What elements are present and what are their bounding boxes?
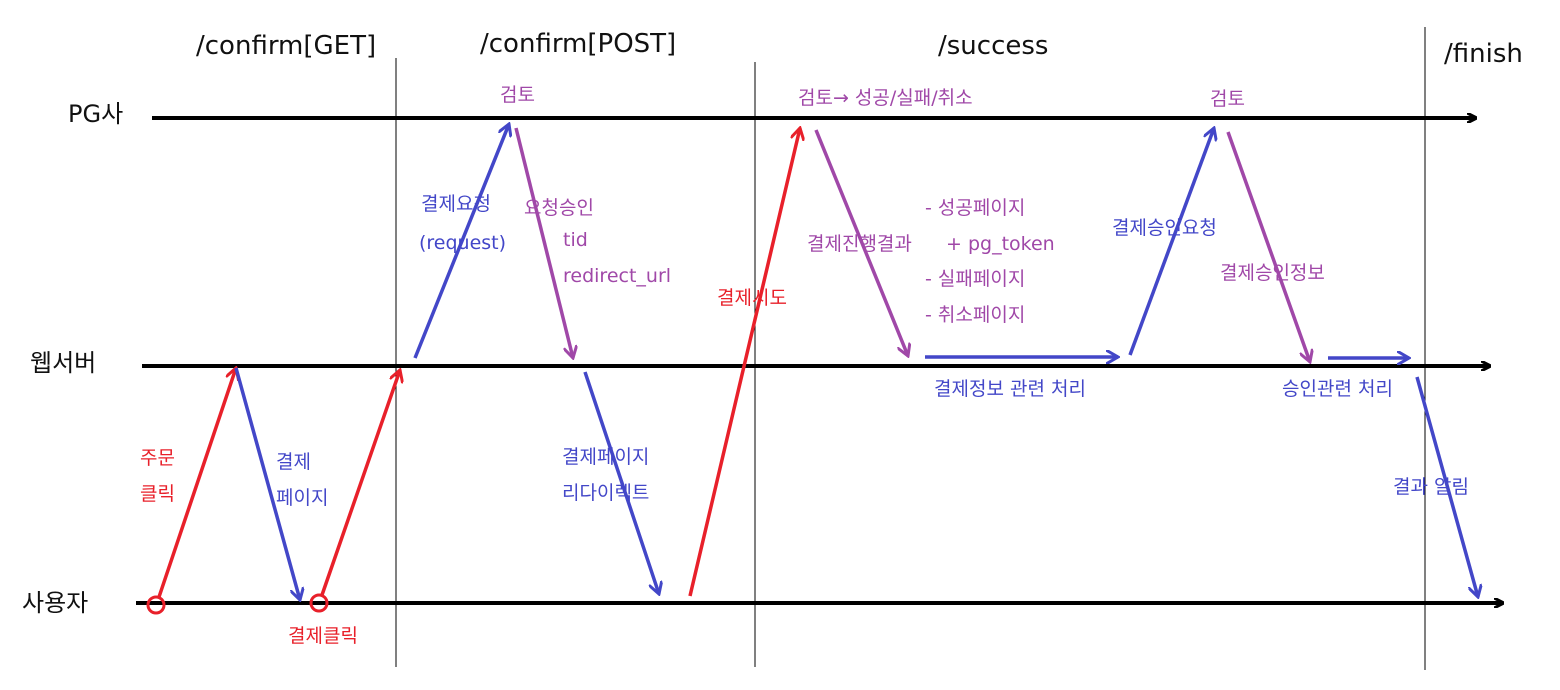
phase-finish: /finish [1444, 39, 1523, 69]
label-pay-page-redirect-2: 리다이렉트 [562, 482, 650, 504]
pay-attempt-arrow [688, 128, 800, 597]
label-tid: tid [563, 229, 588, 251]
label-approval-processing: 승인관련 처리 [1282, 378, 1393, 400]
label-pg-token: + pg_token [946, 233, 1055, 255]
label-pay-request-1: 결제요청 [421, 193, 491, 215]
phase-success: /success [938, 31, 1049, 61]
order-click-arrow [157, 368, 236, 598]
label-fail-page: - 실패페이지 [925, 268, 1026, 290]
label-cancel-page: - 취소페이지 [925, 304, 1026, 326]
result-notice-arrow [1415, 376, 1478, 597]
label-pay-page-1: 결제 [276, 451, 311, 473]
label-review-2: 검토→ 성공/실패/취소 [798, 87, 973, 109]
pay-request-arrow [413, 124, 509, 359]
label-pay-attempt: 결제시도 [717, 287, 787, 309]
actor-user: 사용자 [22, 589, 89, 617]
label-pay-page-redirect-1: 결제페이지 [562, 446, 650, 468]
label-review-1: 검토 [500, 84, 535, 106]
label-order-click-1: 주문 [140, 447, 175, 469]
label-pay-progress-result: 결제진행결과 [807, 233, 912, 255]
label-pay-info-processing: 결제정보 관련 처리 [934, 378, 1086, 400]
label-review-3: 검토 [1210, 88, 1245, 110]
label-request-approval: 요청승인 [524, 197, 594, 219]
redirect-arrow [583, 371, 659, 594]
pay-page-arrow [234, 367, 300, 600]
actor-pg: PG사 [68, 100, 124, 128]
label-order-click-2: 클릭 [140, 483, 175, 505]
pay-approval-info-arrow [1226, 131, 1310, 362]
request-approval-arrow [514, 127, 573, 358]
label-pay-page-2: 페이지 [276, 487, 329, 509]
label-success-page: - 성공페이지 [925, 197, 1026, 219]
actor-webserver: 웹서버 [30, 349, 97, 377]
pay-click-arrow [320, 370, 400, 596]
label-pay-approval-info: 결제승인정보 [1220, 262, 1325, 284]
label-pay-request-2: (request) [419, 232, 507, 254]
pay-click-marker [309, 593, 329, 613]
pay-progress-result-arrow [814, 129, 908, 356]
label-result-notice: 결과 알림 [1393, 476, 1469, 498]
pay-approval-request-arrow [1128, 128, 1214, 356]
order-click-marker [146, 595, 166, 615]
label-pay-click: 결제클릭 [288, 625, 358, 647]
phase-confirm-get: /confirm[GET] [196, 31, 377, 61]
label-pay-approval-request: 결제승인요청 [1112, 217, 1217, 239]
phase-confirm-post: /confirm[POST] [480, 29, 677, 59]
label-redirect-url: redirect_url [563, 265, 672, 287]
